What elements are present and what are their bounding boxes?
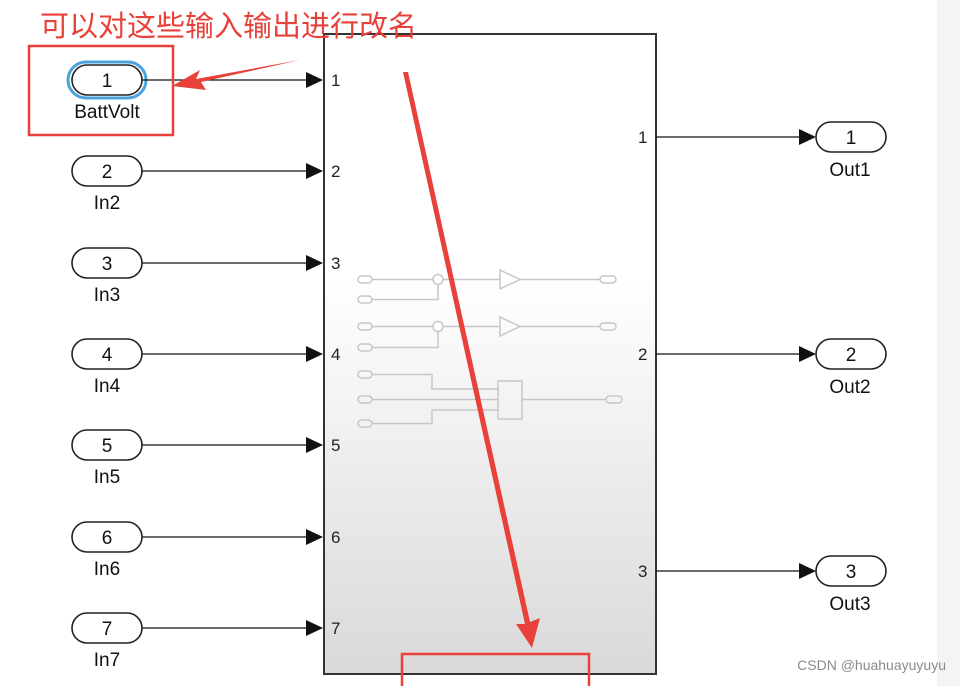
- signal-arrow: [799, 563, 816, 579]
- subsystem-output-pin-label: 1: [638, 128, 647, 147]
- outport-name[interactable]: Out3: [829, 594, 871, 615]
- annotation-arrow-down: [403, 72, 540, 648]
- signal-arrow: [799, 346, 816, 362]
- signal-arrow: [306, 529, 323, 545]
- outport-name[interactable]: Out1: [829, 160, 871, 181]
- subsystem-output-pin-label: 3: [638, 562, 647, 581]
- subsystem-input-pin-label: 3: [331, 254, 340, 273]
- subsystem-input-pin-label: 7: [331, 619, 340, 638]
- subsystem-icon: [357, 268, 623, 428]
- annotation-arrow-left: [172, 60, 300, 90]
- inport-name[interactable]: In5: [93, 467, 121, 488]
- inport-name[interactable]: In3: [93, 285, 121, 306]
- inport-name[interactable]: In2: [93, 193, 121, 214]
- outport-pill[interactable]: [815, 121, 887, 153]
- annotation-bottom-box: [400, 652, 591, 686]
- subsystem-output-pin-label: 2: [638, 345, 647, 364]
- signal-arrow: [799, 129, 816, 145]
- subsystem-input-pin-label: 2: [331, 162, 340, 181]
- subsystem-input-pin-label: 5: [331, 436, 340, 455]
- inport-name[interactable]: BattVolt: [74, 102, 140, 123]
- inport-number: 3: [102, 254, 113, 275]
- annotation-highlight-box: [27, 44, 175, 137]
- inport-number: 4: [102, 345, 113, 366]
- signal-arrow: [306, 255, 323, 271]
- annotation-title: 可以对这些输入输出进行改名: [40, 9, 418, 43]
- subsystem-input-pin-label: 6: [331, 528, 340, 547]
- inport-number: 5: [102, 436, 113, 457]
- watermark: CSDN @huahuayuyuyu: [797, 657, 946, 673]
- outport-pill[interactable]: [815, 555, 887, 587]
- outport-name[interactable]: Out2: [829, 377, 871, 398]
- inport-name[interactable]: In7: [93, 650, 121, 671]
- signal-arrow: [306, 163, 323, 179]
- outport-pill[interactable]: [815, 338, 887, 370]
- outport-number: 2: [846, 345, 857, 366]
- outport-number: 3: [846, 562, 857, 583]
- signal-arrow: [306, 437, 323, 453]
- inport-number: 7: [102, 619, 113, 640]
- outport-number: 1: [846, 128, 857, 149]
- inport-number: 2: [102, 162, 113, 183]
- inport-number: 1: [102, 71, 113, 92]
- subsystem-input-pin-label: 4: [331, 345, 340, 364]
- subsystem-input-pin-label: 1: [331, 71, 340, 90]
- subsystem-block[interactable]: [323, 33, 657, 675]
- scrollbar-track[interactable]: [937, 0, 960, 686]
- inport-name[interactable]: In4: [93, 376, 121, 397]
- signal-arrow: [306, 346, 323, 362]
- signal-arrow: [306, 72, 323, 88]
- inport-name[interactable]: In6: [93, 559, 121, 580]
- inport-number: 6: [102, 528, 113, 549]
- signal-arrow: [306, 620, 323, 636]
